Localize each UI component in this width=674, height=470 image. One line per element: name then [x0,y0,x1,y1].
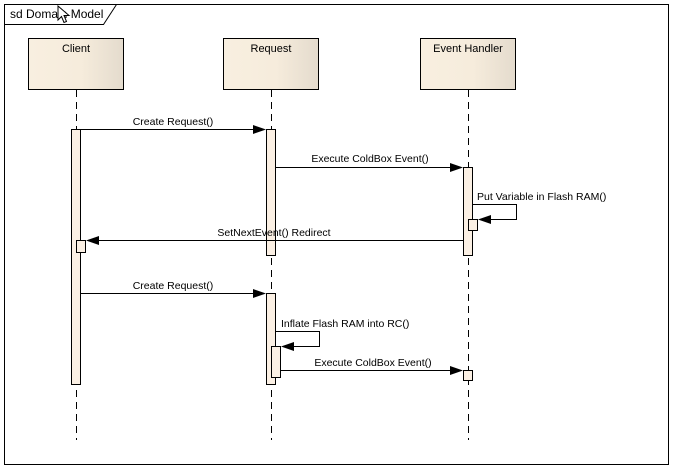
diagram-frame [4,4,669,465]
arrowhead-icon [450,163,463,172]
frame-title: sd Domain Model [10,7,103,21]
lifeline-name-request: Request [251,43,292,55]
message-inflate-flash-ram[interactable]: Inflate Flash RAM into RC() [276,318,409,351]
message-execute-coldbox-event-1[interactable]: Execute ColdBox Event() [276,153,463,172]
message-label: Execute ColdBox Event() [314,357,431,369]
lifeline-head-request[interactable] [223,38,319,90]
message-label: Inflate Flash RAM into RC() [281,318,409,330]
message-label: SetNextEvent() Redirect [217,227,330,239]
lifeline-name-handler: Event Handler [433,43,503,55]
arrowhead-icon [478,215,491,224]
message-setnextevent-redirect[interactable]: SetNextEvent() Redirect [86,227,463,245]
activation-client-main [71,129,81,385]
mouse-pointer-icon [57,5,71,24]
activation-handler-self [468,219,478,231]
lifeline-head-handler[interactable] [420,38,516,90]
arrowhead-icon [253,125,266,134]
lifeline-head-client[interactable] [28,38,124,90]
arrowhead-icon [86,236,99,245]
message-label: Put Variable in Flash RAM() [477,191,606,203]
activation-client-redirect [76,240,86,253]
arrowhead-icon [281,342,294,351]
message-create-request-1[interactable]: Create Request() [81,116,266,134]
message-line [276,331,320,347]
arrowhead-icon [450,366,463,375]
message-put-variable-flash-ram[interactable]: Put Variable in Flash RAM() [473,191,606,224]
message-line [473,204,517,220]
message-create-request-2[interactable]: Create Request() [81,280,266,298]
message-label: Execute ColdBox Event() [311,153,428,165]
message-label: Create Request() [133,280,214,292]
arrowhead-icon [253,289,266,298]
activation-request-self [271,346,281,378]
lifeline-handler[interactable]: Event Handler [420,38,516,441]
message-label: Create Request() [133,116,214,128]
lifeline-request[interactable]: Request [223,38,319,441]
activation-request-2 [266,293,276,385]
activation-handler-2 [463,370,473,381]
activation-request-1 [266,129,276,256]
frame-title-tab [4,4,117,25]
message-execute-coldbox-event-2[interactable]: Execute ColdBox Event() [281,357,463,375]
lifeline-name-client: Client [62,43,90,55]
activation-handler-1 [463,167,473,256]
